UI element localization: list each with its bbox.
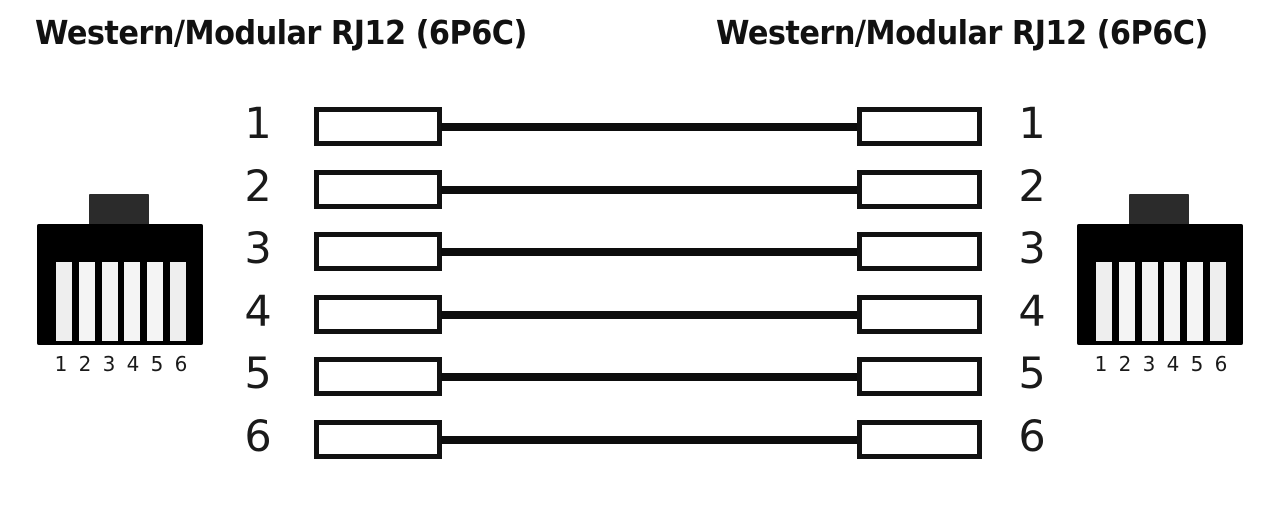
jack-pin-slot	[1096, 262, 1112, 341]
jack-latch-tab-right	[1129, 194, 1189, 226]
jack-pin-slot	[1164, 262, 1181, 341]
pin-number-left: 3	[244, 224, 272, 274]
jack-pin-slots-left	[56, 262, 186, 341]
jack-pin-slot	[78, 262, 95, 341]
jack-pin-slot	[1118, 262, 1135, 341]
pin-number-left: 4	[244, 287, 272, 337]
pin-number-right: 5	[1018, 349, 1046, 399]
jack-pin-slots-right	[1096, 262, 1226, 341]
pin-number-left: 2	[244, 162, 272, 212]
pin-number-right: 4	[1018, 287, 1046, 337]
contact-block-left	[314, 107, 442, 146]
pin-number-left: 1	[244, 99, 272, 149]
pin-number-left: 6	[244, 412, 272, 462]
wire-link	[441, 373, 858, 381]
jack-pin-slot	[124, 262, 141, 341]
wire-link	[441, 311, 858, 319]
jack-pin-number: 2	[78, 352, 92, 376]
jack-pin-slot	[101, 262, 118, 341]
pin-number-right: 1	[1018, 99, 1046, 149]
contact-block-right	[857, 170, 982, 209]
jack-pin-slot	[1187, 262, 1204, 341]
rj12-jack-left: 1 2 3 4 5 6	[37, 194, 203, 394]
jack-pin-slot	[169, 262, 186, 341]
jack-pin-number: 5	[150, 352, 164, 376]
pin-number-right: 6	[1018, 412, 1046, 462]
jack-pin-number: 6	[174, 352, 188, 376]
contact-block-right	[857, 357, 982, 396]
jack-pin-numbers-right: 1 2 3 4 5 6	[1094, 354, 1228, 374]
jack-pin-number: 2	[1118, 352, 1132, 376]
contact-block-left	[314, 232, 442, 271]
jack-pin-number: 1	[1094, 352, 1108, 376]
contact-block-left	[314, 357, 442, 396]
jack-latch-tab-left	[89, 194, 149, 226]
contact-block-right	[857, 107, 982, 146]
jack-pin-number: 1	[54, 352, 68, 376]
wire-link	[441, 436, 858, 444]
page-title-left: Western/Modular RJ12 (6P6C)	[35, 13, 527, 52]
jack-pin-slot	[56, 262, 72, 341]
jack-pin-slot	[147, 262, 164, 341]
rj12-jack-right: 1 2 3 4 5 6	[1077, 194, 1243, 394]
jack-pin-slot	[1141, 262, 1158, 341]
pin-number-right: 3	[1018, 224, 1046, 274]
jack-pin-number: 4	[1166, 352, 1180, 376]
wire-link	[441, 123, 858, 131]
pin-number-right: 2	[1018, 162, 1046, 212]
wire-link	[441, 248, 858, 256]
page-title-right: Western/Modular RJ12 (6P6C)	[716, 13, 1208, 52]
contact-block-right	[857, 420, 982, 459]
contact-block-right	[857, 232, 982, 271]
jack-pin-number: 6	[1214, 352, 1228, 376]
jack-pin-number: 3	[102, 352, 116, 376]
contact-block-left	[314, 420, 442, 459]
contact-block-left	[314, 170, 442, 209]
contact-block-left	[314, 295, 442, 334]
pin-number-left: 5	[244, 349, 272, 399]
jack-pin-number: 4	[126, 352, 140, 376]
wire-link	[441, 186, 858, 194]
jack-pin-number: 3	[1142, 352, 1156, 376]
jack-pin-slot	[1209, 262, 1226, 341]
jack-pin-number: 5	[1190, 352, 1204, 376]
contact-block-right	[857, 295, 982, 334]
jack-pin-numbers-left: 1 2 3 4 5 6	[54, 354, 188, 374]
